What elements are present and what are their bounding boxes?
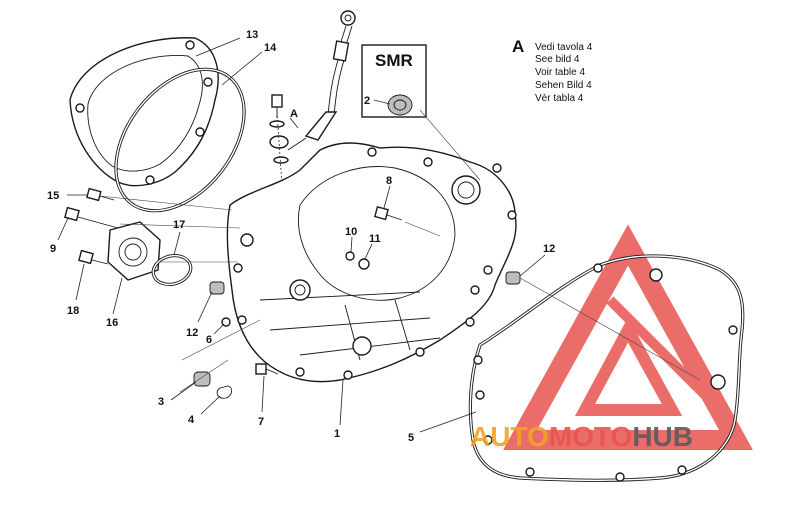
callout-3: 3 bbox=[158, 396, 164, 408]
callout-a: A bbox=[290, 108, 298, 120]
washer-11 bbox=[358, 258, 370, 270]
watermark-auto: AUTO bbox=[470, 421, 549, 452]
callout-2: 2 bbox=[364, 95, 370, 107]
smr-label: SMR bbox=[375, 51, 413, 70]
dowel-12-left bbox=[209, 281, 225, 295]
note-line-4: Sehen Bild 4 bbox=[535, 80, 592, 91]
callout-6: 6 bbox=[206, 334, 212, 346]
watermark-moto: MOTO bbox=[549, 421, 632, 452]
callout-15: 15 bbox=[47, 190, 59, 202]
callout-13: 13 bbox=[246, 29, 258, 41]
clip-4 bbox=[216, 385, 233, 399]
oil-pipe bbox=[287, 10, 356, 151]
bolt-7 bbox=[255, 363, 279, 375]
note-line-3: Voir table 4 bbox=[535, 67, 585, 78]
callout-1: 1 bbox=[334, 428, 340, 440]
banjo-bolt-stack bbox=[269, 94, 289, 201]
note-line-5: Vèr tabla 4 bbox=[535, 93, 584, 104]
note-line-2: See bild 4 bbox=[535, 54, 580, 65]
callout-12-right: 12 bbox=[543, 243, 555, 255]
o-ring-17-inner bbox=[152, 254, 192, 286]
callout-9: 9 bbox=[50, 243, 56, 255]
callout-17: 17 bbox=[173, 219, 185, 231]
watermark-text: AUTOMOTOHUB bbox=[470, 421, 693, 452]
bush-3 bbox=[193, 371, 211, 387]
note-line-1: Vedi tavola 4 bbox=[535, 42, 593, 53]
bolt-15 bbox=[86, 187, 115, 202]
clutch-cover bbox=[69, 37, 219, 187]
cover-gasket bbox=[468, 254, 745, 482]
bolt-18 bbox=[78, 249, 109, 265]
leader-lines bbox=[57, 37, 546, 433]
dowel-12-right bbox=[505, 271, 521, 285]
callout-4: 4 bbox=[188, 414, 195, 426]
watermark-logo bbox=[503, 224, 753, 450]
smr-box bbox=[361, 44, 427, 118]
callout-7: 7 bbox=[258, 416, 264, 428]
o-ring-large-inner bbox=[115, 68, 245, 212]
callout-16: 16 bbox=[106, 317, 118, 329]
bolt-9 bbox=[64, 206, 119, 229]
crankcase-cover bbox=[226, 142, 517, 383]
bolt-8 bbox=[374, 206, 403, 221]
note-letter: A bbox=[512, 37, 524, 56]
callout-5: 5 bbox=[408, 432, 414, 444]
callout-10: 10 bbox=[345, 226, 357, 238]
callout-18: 18 bbox=[67, 305, 79, 317]
plug-10 bbox=[345, 251, 355, 261]
inspection-cover-16 bbox=[107, 221, 161, 281]
alignment-lines bbox=[99, 109, 701, 393]
callout-11: 11 bbox=[369, 233, 381, 245]
callout-14: 14 bbox=[264, 42, 277, 54]
callout-8: 8 bbox=[386, 175, 392, 187]
watermark-hub: HUB bbox=[632, 421, 693, 452]
callout-12-left: 12 bbox=[186, 327, 198, 339]
